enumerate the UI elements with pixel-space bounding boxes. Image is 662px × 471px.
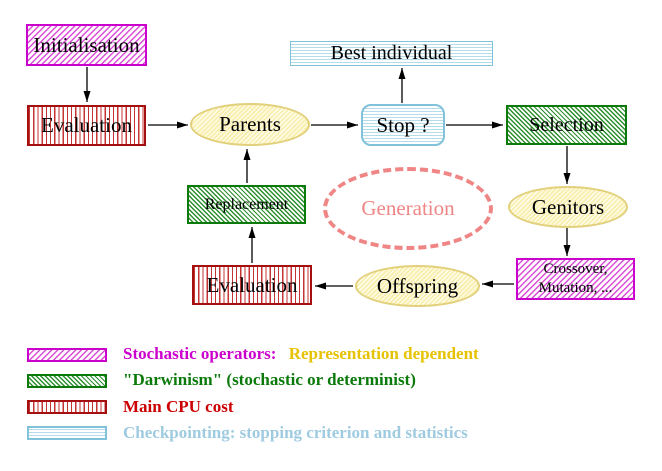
node-parents: Parents: [190, 103, 310, 146]
node-best-individual: Best individual: [290, 41, 493, 66]
legend-text-representation: Representation dependent: [288, 344, 479, 363]
node-generation-label: Generation: [361, 196, 455, 220]
node-genitors-label: Genitors: [531, 194, 605, 219]
node-replacement: Replacement: [187, 185, 306, 224]
node-evaluation-bottom-label: Evaluation: [206, 272, 298, 297]
legend-label-checkpointing: Checkpointing: stopping criterion and st…: [123, 423, 468, 442]
node-crossover-line1: Crossover,: [543, 261, 608, 278]
node-best-individual-label: Best individual: [330, 42, 453, 64]
node-crossover-line2: Mutation, ...: [538, 280, 613, 296]
node-generation-loop: Generation: [323, 167, 493, 250]
legend-label-stochastic-operators: Stochastic operators: Representation dep…: [123, 344, 479, 364]
node-replacement-label: Replacement: [204, 195, 289, 213]
node-selection: Selection: [506, 105, 627, 145]
node-evaluation-top: Evaluation: [27, 105, 146, 146]
legend-swatch-darwinism: [27, 374, 107, 388]
node-selection-label: Selection: [529, 113, 604, 136]
node-stop-label: Stop ?: [376, 112, 430, 137]
node-evaluation-top-label: Evaluation: [41, 113, 132, 137]
legend-swatch-checkpointing: [27, 426, 107, 440]
node-offspring: Offspring: [355, 265, 480, 307]
node-evaluation-bottom: Evaluation: [192, 265, 312, 305]
node-genitors: Genitors: [508, 186, 628, 228]
node-offspring-label: Offspring: [376, 273, 459, 298]
node-initialisation-label: Initialisation: [33, 32, 140, 57]
legend-text-stochastic: Stochastic operators:: [123, 344, 277, 363]
node-crossover-mutation: Crossover, Mutation, ...: [516, 258, 635, 300]
legend-swatch-main-cpu-cost: [27, 400, 107, 414]
node-initialisation: Initialisation: [26, 24, 147, 66]
legend-label-darwinism: "Darwinism" (stochastic or determinist): [123, 370, 416, 389]
legend-label-main-cpu-cost: Main CPU cost: [123, 397, 234, 416]
legend-swatch-stochastic-operators: [27, 348, 107, 362]
node-stop: Stop ?: [361, 104, 445, 146]
node-parents-label: Parents: [219, 112, 281, 136]
